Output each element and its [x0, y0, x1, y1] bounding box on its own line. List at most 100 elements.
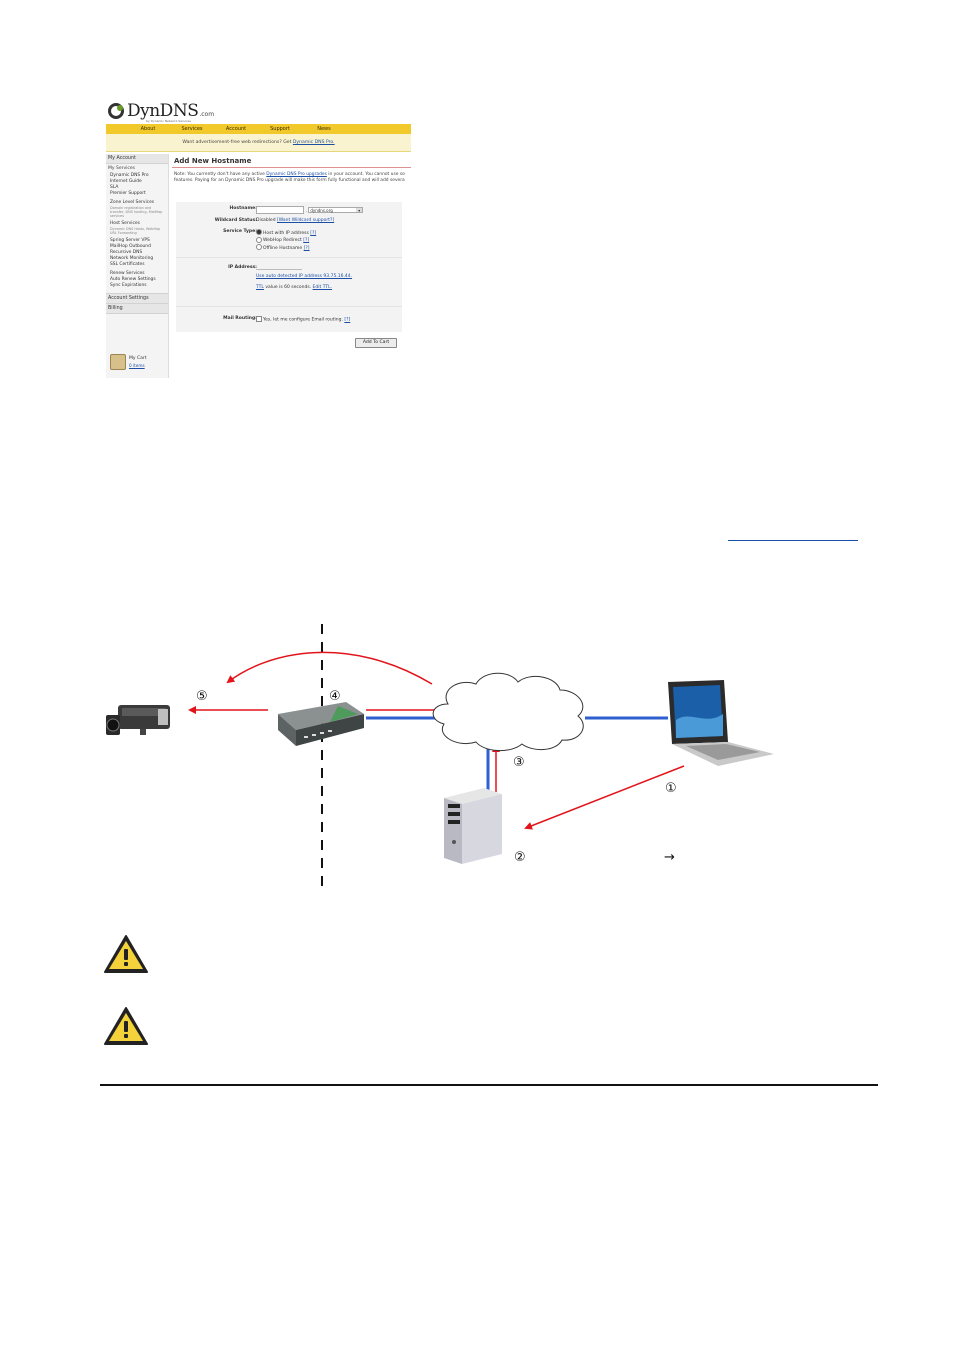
domain-select-value: dyndns.org — [310, 208, 333, 213]
mail-routing-text: Yes, let me configure Email routing. — [263, 317, 343, 323]
service-type-label: Service Type: — [223, 229, 257, 234]
page-footer-rule — [100, 1084, 878, 1086]
sidebar-item-sync-expirations[interactable]: Sync Expirations — [110, 283, 147, 288]
radio-offline-icon[interactable] — [256, 244, 262, 250]
arrow-glyph: → — [664, 850, 675, 865]
step-2-label: ② — [514, 850, 526, 865]
step-4-label: ④ — [329, 689, 341, 704]
main-content: Add New Hostname Note: You currently don… — [172, 154, 411, 378]
note-upgrade-link[interactable]: Dynamic DNS Pro upgrades — [266, 172, 327, 177]
sidebar-item-network-monitoring[interactable]: Network Monitoring — [110, 256, 154, 261]
warning-icon — [104, 935, 148, 973]
warning-icon-2 — [104, 1007, 148, 1045]
sidebar-item-internet-guide[interactable]: Internet Guide — [110, 179, 142, 184]
ttl-link[interactable]: TTL — [256, 285, 264, 290]
nav-about[interactable]: About — [140, 126, 156, 132]
sidebar-item-mailhop-outbound[interactable]: MailHop Outbound — [110, 244, 151, 249]
service-option-host-label: Host with IP address — [263, 230, 309, 236]
sidebar-item-recursive-dns[interactable]: Recursive DNS — [110, 250, 143, 255]
service-option-webhop-label: WebHop Redirect — [263, 238, 302, 243]
cart-icon[interactable] — [110, 354, 126, 370]
sidebar: My Account My Services Dynamic DNS Pro I… — [106, 154, 169, 378]
arrow-internet-to-camera — [226, 651, 433, 685]
notice-link[interactable]: Dynamic DNS Pro. — [292, 140, 335, 145]
logo-name: DynDNS — [127, 101, 199, 121]
hostname-input[interactable] — [256, 206, 304, 214]
service-option-host[interactable]: Host with IP address [?] — [256, 229, 317, 236]
sidebar-item-premier-support[interactable]: Premier Support — [110, 191, 146, 196]
sidebar-item-auto-renew[interactable]: Auto Renew Settings — [110, 277, 156, 282]
mail-routing-checkbox[interactable] — [256, 316, 262, 322]
laptop-icon — [668, 680, 774, 766]
hostname-form: Hostname: . dyndns.org Wildcard Status: … — [176, 202, 402, 332]
hyperlink-underline[interactable] — [728, 540, 858, 541]
nav-spacer — [346, 124, 411, 134]
promo-notice: Want advertisement-free web redirections… — [106, 134, 411, 152]
form-divider — [176, 257, 402, 258]
ttl-text: value is 60 seconds. — [265, 285, 312, 290]
service-option-webhop[interactable]: WebHop Redirect [?] — [256, 236, 310, 243]
sidebar-billing[interactable]: Billing — [106, 304, 168, 314]
form-divider-2 — [176, 306, 402, 307]
step-5-label: ⑤ — [196, 689, 208, 704]
domain-select[interactable]: dyndns.org — [308, 207, 364, 213]
sidebar-note-zone-level: Domain registration and transfer, DNS ho… — [110, 206, 163, 218]
network-diagram: ⑤ ④ ③ ① ② → — [106, 624, 774, 888]
router-icon — [278, 702, 364, 746]
cart-items-link[interactable]: 0 items — [129, 363, 145, 368]
auto-detect-ip-link[interactable]: Use auto detected IP address 93.75.16.44… — [256, 274, 353, 279]
nav-support[interactable]: Support — [270, 126, 290, 132]
sidebar-note-host-services: Dynamic DNS Hosts, WebHop URL Forwarding — [110, 227, 161, 235]
request-arrows — [188, 651, 685, 830]
wildcard-value: Disabled — [256, 218, 276, 223]
wildcard-support-link[interactable]: [Want Wildcard support?] — [277, 218, 335, 223]
sidebar-item-zone-level[interactable]: Zone Level Services — [110, 200, 155, 205]
service-help-host[interactable]: [?] — [310, 230, 317, 236]
upgrade-note-line2: features. Paying for an Dynamic DNS Pro … — [174, 178, 405, 183]
add-to-cart-button[interactable]: Add To Cart — [355, 338, 397, 348]
step-1-label: ① — [665, 781, 677, 796]
ip-camera-icon — [106, 705, 170, 735]
ip-address-input[interactable] — [256, 263, 302, 270]
sidebar-item-ssl-certificates[interactable]: SSL Certificates — [110, 262, 145, 267]
sidebar-item-renew-services[interactable]: Renew Services — [110, 271, 145, 276]
sidebar-item-sla[interactable]: SLA — [110, 185, 119, 190]
upgrade-note-line1: Note: You currently don't have any activ… — [172, 168, 411, 178]
ip-address-label: IP Address: — [228, 265, 257, 270]
sidebar-item-host-services[interactable]: Host Services — [110, 221, 140, 226]
dyndns-logo-icon — [108, 103, 124, 119]
sidebar-account-settings[interactable]: Account Settings — [106, 293, 168, 304]
logo-tagline: by Dynamic Network Services — [146, 119, 191, 123]
page-title: Add New Hostname — [172, 154, 411, 168]
mail-routing-help[interactable]: [?] — [344, 317, 351, 323]
dyndns-screenshot: DynDNS .com by Dynamic Network Services … — [106, 98, 411, 378]
edit-ttl-link[interactable]: Edit TTL. — [312, 285, 333, 290]
nav-services[interactable]: Services — [181, 126, 203, 132]
arrow-laptop-to-server — [524, 765, 685, 830]
step-3-label: ③ — [513, 755, 525, 770]
service-help-offline[interactable]: [?] — [303, 245, 310, 251]
nav-news[interactable]: News — [317, 126, 331, 132]
wildcard-label: Wildcard Status: — [214, 218, 257, 223]
sidebar-item-dyndns-pro[interactable]: Dynamic DNS Pro — [110, 173, 149, 178]
service-help-webhop[interactable]: [?] — [303, 238, 310, 243]
sidebar-my-account[interactable]: My Account — [106, 154, 168, 164]
internet-cloud-icon — [432, 672, 584, 751]
radio-webhop-icon[interactable] — [256, 236, 262, 243]
radio-host-icon[interactable] — [256, 229, 262, 235]
service-option-offline[interactable]: Offline Hostname [?] — [256, 244, 310, 251]
dyndns-logo[interactable]: DynDNS .com by Dynamic Network Services — [108, 100, 215, 123]
server-icon — [444, 788, 502, 864]
hostname-label: Hostname: — [229, 206, 257, 211]
note-text-b: in your account. You cannot use so — [328, 172, 405, 177]
nav-account[interactable]: Account — [225, 126, 247, 132]
cart-label: My Cart — [129, 356, 147, 361]
note-text-a: Note: You currently don't have any activ… — [174, 172, 265, 177]
sidebar-item-spring-server[interactable]: Spring Server VPS — [110, 238, 150, 243]
logo-domain: .com — [199, 111, 215, 118]
notice-text: Want advertisement-free web redirections… — [182, 140, 292, 145]
hostname-dot: . — [305, 208, 307, 214]
top-navigation: About Services Account Support News — [106, 124, 411, 134]
sidebar-my-services[interactable]: My Services — [108, 166, 135, 171]
mail-routing-label: Mail Routing: — [223, 316, 257, 321]
